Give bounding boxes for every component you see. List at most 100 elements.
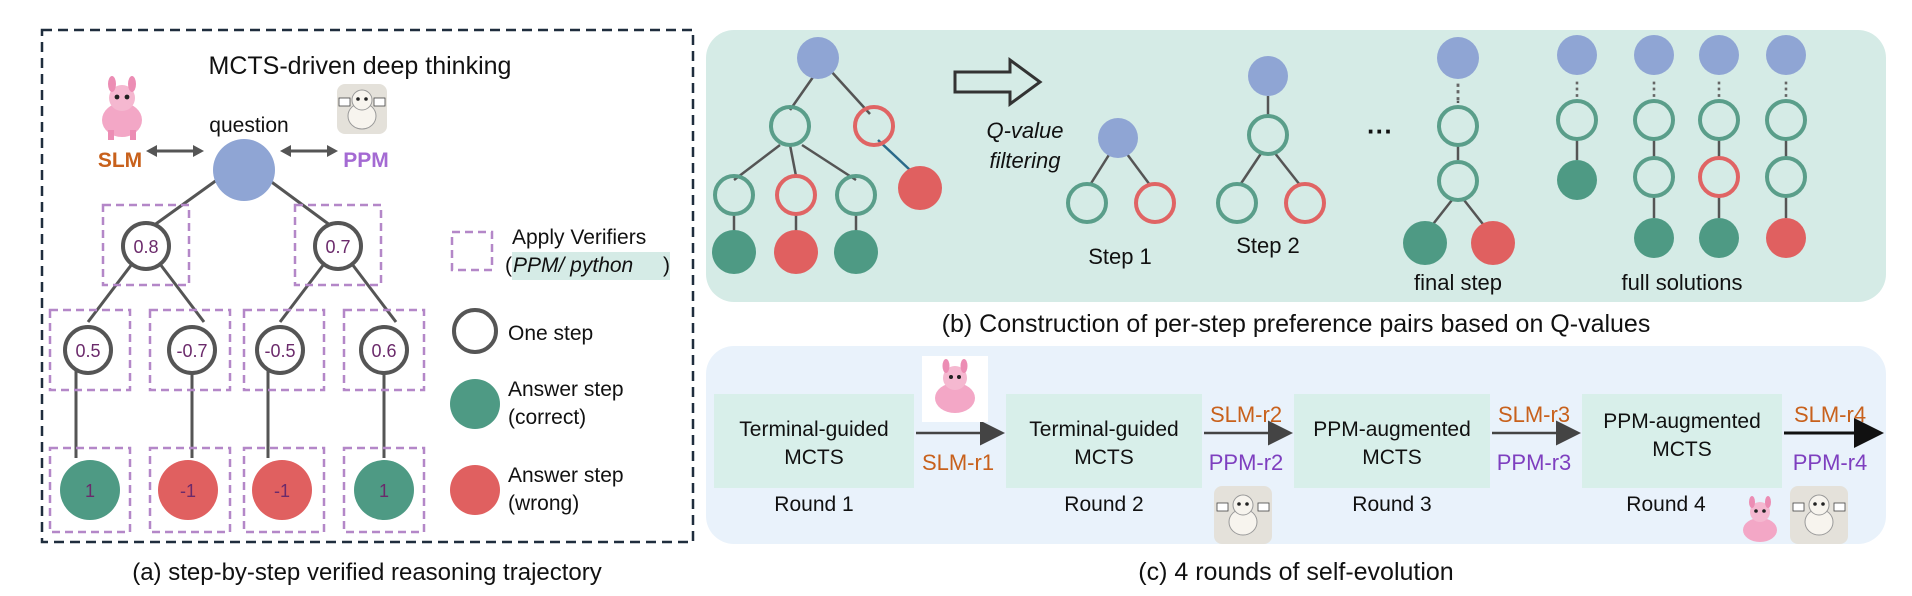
ppm-question-double-arrow bbox=[280, 145, 338, 157]
filter-label-line1: Q-value bbox=[986, 118, 1063, 143]
step2-label: Step 2 bbox=[1236, 233, 1300, 258]
tree-step-red bbox=[775, 174, 817, 216]
full-solution-1: ⋮ bbox=[1556, 35, 1598, 200]
verifier-box bbox=[48, 446, 132, 534]
legend-wrong-line2: (wrong) bbox=[508, 492, 579, 515]
step-node bbox=[167, 325, 217, 375]
ppm-llama-icon bbox=[1790, 486, 1848, 544]
panel-a: MCTS-driven deep thinking SLM PPM questi… bbox=[40, 28, 695, 586]
round2-label: Round 2 bbox=[1064, 493, 1143, 516]
arrow4-bottom-label: PPM-r4 bbox=[1793, 450, 1868, 475]
legend-verifiers-highlight bbox=[512, 252, 670, 280]
step-node bbox=[63, 325, 113, 375]
legend-correct-line1: Answer step bbox=[508, 378, 624, 401]
answer-node-correct bbox=[354, 460, 414, 520]
final-prefix bbox=[1437, 105, 1479, 147]
round4-line1: PPM-augmented bbox=[1603, 410, 1761, 433]
slm-llama-icon bbox=[1743, 496, 1777, 542]
legend-wrong-swatch bbox=[450, 465, 500, 515]
svg-text:⋮: ⋮ bbox=[1710, 79, 1728, 99]
final-prefix bbox=[1437, 160, 1479, 202]
tree-answer-correct bbox=[834, 230, 878, 274]
tree-step-green bbox=[835, 174, 877, 216]
step2-edges bbox=[1238, 96, 1301, 186]
slm-question-double-arrow bbox=[146, 145, 204, 157]
round4-label: Round 4 bbox=[1626, 493, 1706, 516]
legend-step-swatch bbox=[452, 308, 498, 354]
solution-answer-correct bbox=[1699, 218, 1739, 258]
leaf-value: -1 bbox=[274, 481, 290, 501]
panel-b-caption: (b) Construction of per-step preference … bbox=[942, 310, 1651, 338]
question-node bbox=[213, 139, 275, 201]
q-value: 0.6 bbox=[371, 341, 396, 361]
filter-arrow-icon bbox=[953, 57, 1043, 107]
round3-label: Round 3 bbox=[1352, 493, 1431, 516]
tree-answer-wrong bbox=[898, 166, 942, 210]
full-solution-3: ⋮ bbox=[1698, 35, 1740, 258]
legend-verifiers-line2: PPM/ python bbox=[513, 254, 633, 277]
legend-correct-swatch bbox=[450, 379, 500, 429]
verifier-box bbox=[101, 203, 191, 287]
q-value: -0.5 bbox=[264, 341, 295, 361]
legend-correct-line2: (correct) bbox=[508, 406, 586, 429]
leaf-value: 1 bbox=[379, 481, 389, 501]
round1-label: Round 1 bbox=[774, 493, 853, 516]
arrow3-top-label: SLM-r3 bbox=[1498, 402, 1570, 427]
final-root bbox=[1437, 37, 1479, 79]
panel-c: Terminal-guided MCTS Round 1 Terminal-gu… bbox=[706, 346, 1886, 544]
q-value: 0.7 bbox=[325, 237, 350, 257]
verifier-box bbox=[242, 446, 326, 534]
panel-a-tree-edges bbox=[74, 170, 398, 458]
panel-b: Q-value filtering Step 1 Step 2 ··· bbox=[706, 30, 1886, 302]
source-tree-edges bbox=[732, 69, 911, 234]
legend: Apply Verifiers ( PPM/ python ) One step… bbox=[450, 226, 670, 515]
question-label: question bbox=[209, 114, 288, 137]
arrow2-bottom-label: PPM-r2 bbox=[1209, 450, 1284, 475]
final-vdots: ⋮ bbox=[1448, 81, 1468, 103]
slm-label: SLM bbox=[98, 149, 142, 172]
svg-text:⋮: ⋮ bbox=[1777, 79, 1795, 99]
step1-root bbox=[1098, 118, 1138, 158]
svg-text:⋮: ⋮ bbox=[1645, 79, 1663, 99]
final-chosen bbox=[1403, 221, 1447, 265]
solution-answer-correct bbox=[1557, 160, 1597, 200]
final-rejected bbox=[1471, 221, 1515, 265]
filter-label-line2: filtering bbox=[990, 148, 1062, 173]
tree-step-green bbox=[713, 174, 755, 216]
step2-chosen bbox=[1216, 182, 1258, 224]
tree-step-red bbox=[853, 105, 895, 147]
answer-node-wrong bbox=[252, 460, 312, 520]
round1-line1: Terminal-guided bbox=[739, 418, 888, 441]
final-step-label: final step bbox=[1414, 270, 1502, 295]
q-value: 0.5 bbox=[75, 341, 100, 361]
step1-rejected bbox=[1134, 182, 1176, 224]
step1-label: Step 1 bbox=[1088, 244, 1152, 269]
verifier-box bbox=[48, 308, 132, 392]
step1-edges bbox=[1088, 149, 1152, 186]
step2-rejected bbox=[1284, 182, 1326, 224]
round3-box bbox=[1294, 394, 1490, 488]
panel-a-border bbox=[40, 28, 695, 544]
solution-answer-wrong bbox=[1766, 218, 1806, 258]
round2-line1: Terminal-guided bbox=[1029, 418, 1178, 441]
ellipsis: ··· bbox=[1367, 116, 1393, 146]
legend-verifiers-close-paren: ) bbox=[663, 254, 670, 277]
panel-a-title: MCTS-driven deep thinking bbox=[209, 52, 512, 80]
tree-step-green bbox=[769, 105, 811, 147]
arrow2-top-label: SLM-r2 bbox=[1210, 402, 1282, 427]
slm-llama-icon bbox=[922, 356, 988, 422]
verifier-box bbox=[342, 446, 426, 534]
round4-line2: MCTS bbox=[1652, 438, 1712, 461]
answer-node-correct bbox=[60, 460, 120, 520]
step2-prefix bbox=[1247, 114, 1289, 156]
verifier-box bbox=[242, 308, 326, 392]
step2-root bbox=[1248, 56, 1288, 96]
step-node bbox=[255, 325, 305, 375]
full-solution-4: ⋮ bbox=[1765, 35, 1807, 258]
solution-answer-correct bbox=[1634, 218, 1674, 258]
ppm-llama-icon bbox=[337, 84, 387, 134]
q-value: 0.8 bbox=[133, 237, 158, 257]
panel-a-caption: (a) step-by-step verified reasoning traj… bbox=[132, 559, 602, 586]
panel-b-background bbox=[706, 30, 1886, 302]
